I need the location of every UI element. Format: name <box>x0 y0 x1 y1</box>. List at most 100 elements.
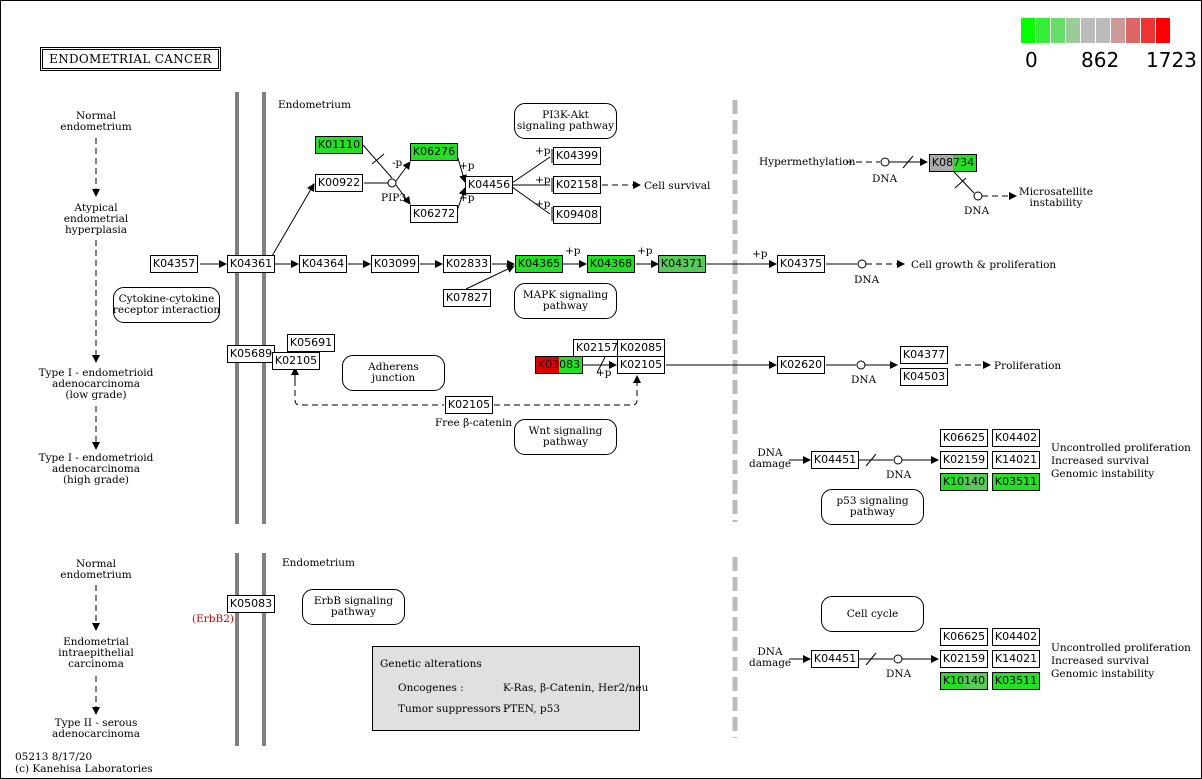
legend-swatch <box>1021 18 1036 43</box>
stage-atypical: Atypical endometrial hyperplasia <box>63 202 129 236</box>
legend-swatch <box>1081 18 1096 43</box>
label-uncontrolled-2: Uncontrolled proliferation <box>1051 642 1191 654</box>
node-k10140[interactable]: K10140 <box>940 473 988 491</box>
genetic-alterations-box: Genetic alterations Oncogenes : K-Ras, β… <box>372 646 648 731</box>
node-k04371[interactable]: K04371 <box>658 255 706 273</box>
node-k10140-2[interactable]: K10140 <box>940 672 988 690</box>
label-plus-p: +p <box>596 367 612 379</box>
legend-swatch <box>1066 18 1081 43</box>
label-proliferation: Proliferation <box>994 360 1062 372</box>
node-k00922[interactable]: K00922 <box>315 174 363 192</box>
legend-swatch <box>1111 18 1126 43</box>
legend-swatch <box>1126 18 1141 43</box>
node-k02620[interactable]: K02620 <box>777 356 825 374</box>
pathway-pi3k[interactable]: PI3K-Akt signaling pathway <box>514 103 617 139</box>
node-k03083[interactable]: K03083 <box>535 356 583 374</box>
tumor-suppressors-value: PTEN, p53 <box>503 703 561 715</box>
node-k03099[interactable]: K03099 <box>371 255 419 273</box>
label-increased: Increased survival <box>1051 455 1149 467</box>
pathway-erbb[interactable]: ErbB signaling pathway <box>302 589 405 625</box>
pathway-mapk[interactable]: MAPK signaling pathway <box>514 283 617 319</box>
legend-max: 1723 <box>1146 48 1197 72</box>
node-k04368[interactable]: K04368 <box>587 255 635 273</box>
tumor-suppressors-label: Tumor suppressors : <box>398 703 508 715</box>
label-plus-p: +p <box>535 174 551 186</box>
pathway-p53[interactable]: p53 signaling pathway <box>821 489 924 525</box>
legend-swatch <box>1096 18 1111 43</box>
node-k04456[interactable]: K04456 <box>465 176 513 194</box>
label-genomic: Genomic instability <box>1051 468 1155 480</box>
node-k14021-2[interactable]: K14021 <box>992 650 1040 668</box>
node-k02105-free[interactable]: K02105 <box>445 396 493 414</box>
node-k02105-cyto[interactable]: K02105 <box>617 356 665 374</box>
label-plus-p: +p <box>752 248 768 260</box>
legend-swatch <box>1156 18 1171 43</box>
node-k04365[interactable]: K04365 <box>515 255 563 273</box>
stage-normal-2: Normal endometrium <box>60 558 132 581</box>
node-k03511-2[interactable]: K03511 <box>992 672 1040 690</box>
node-k02105-membrane[interactable]: K02105 <box>272 352 320 370</box>
node-k06625[interactable]: K06625 <box>940 429 988 447</box>
node-k07827[interactable]: K07827 <box>443 289 491 307</box>
node-k02085[interactable]: K02085 <box>617 339 665 357</box>
node-k14021[interactable]: K14021 <box>992 451 1040 469</box>
pathway-adherens[interactable]: Adherens junction <box>342 355 445 391</box>
node-k01110[interactable]: K01110 <box>315 136 363 154</box>
label-microsatellite: Microsatellite instability <box>1019 186 1093 209</box>
genetic-heading: Genetic alterations <box>380 658 482 670</box>
node-k02158[interactable]: K02158 <box>553 176 601 194</box>
stage-intraepithelial: Endometrial intraepithelial carcinoma <box>58 636 134 670</box>
label-dna-4: DNA <box>886 668 912 680</box>
label-plus-p: +p <box>637 245 653 257</box>
label-dna-damage-2: DNA damage <box>749 646 792 669</box>
node-k02159-2[interactable]: K02159 <box>940 650 988 668</box>
node-k02159[interactable]: K02159 <box>940 451 988 469</box>
node-k03511[interactable]: K03511 <box>992 473 1040 491</box>
node-k04364[interactable]: K04364 <box>299 255 347 273</box>
label-hypermethylation: Hypermethylation <box>759 156 856 168</box>
node-k02157[interactable]: K02157 <box>573 339 621 357</box>
footer-id: 05213 8/17/20 <box>15 751 93 763</box>
node-k06272[interactable]: K06272 <box>410 205 458 223</box>
node-k02833[interactable]: K02833 <box>443 255 491 273</box>
legend-swatch <box>1036 18 1051 43</box>
node-k04451-2[interactable]: K04451 <box>811 650 859 668</box>
oncogenes-label: Oncogenes : <box>398 682 464 694</box>
label-plus-p: +p <box>459 160 475 172</box>
node-k04503[interactable]: K04503 <box>900 368 948 386</box>
node-k04357[interactable]: K04357 <box>150 255 198 273</box>
label-pip3: PIP3 <box>381 192 406 204</box>
node-k08734[interactable]: K08734 <box>929 154 977 172</box>
membrane-bar <box>262 553 266 746</box>
region-endometrium-2: Endometrium <box>282 557 355 569</box>
node-k04361[interactable]: K04361 <box>227 255 275 273</box>
label-plus-p: +p <box>459 192 475 204</box>
label-erbb2: (ErbB2) <box>192 613 234 625</box>
node-k04375[interactable]: K04375 <box>777 255 825 273</box>
pathway-wnt[interactable]: Wnt signaling pathway <box>514 419 617 455</box>
label-plus-p: +p <box>535 145 551 157</box>
label-dna-h: DNA <box>872 173 898 185</box>
pathway-cytokine[interactable]: Cytokine-cytokine receptor interaction <box>113 287 220 323</box>
pathway-cellcycle[interactable]: Cell cycle <box>821 596 924 632</box>
node-k04402[interactable]: K04402 <box>992 429 1040 447</box>
node-k06625-2[interactable]: K06625 <box>940 628 988 646</box>
label-cell-growth: Cell growth & proliferation <box>911 259 1057 271</box>
oncogenes-value: K-Ras, β-Catenin, Her2/neu <box>503 682 649 694</box>
node-k04399[interactable]: K04399 <box>553 147 601 165</box>
label-free-bcatenin: Free β-catenin <box>435 417 513 429</box>
membrane-bar <box>235 92 239 524</box>
node-k04451[interactable]: K04451 <box>811 451 859 469</box>
legend-swatch <box>1141 18 1156 43</box>
node-k09408[interactable]: K09408 <box>553 206 601 224</box>
node-k06276[interactable]: K06276 <box>410 143 458 161</box>
stage-type1-low: Type I - endometrioid adenocarcinoma (lo… <box>38 367 154 401</box>
node-k05691[interactable]: K05691 <box>287 334 335 352</box>
node-k05689[interactable]: K05689 <box>227 345 275 363</box>
node-k04402-2[interactable]: K04402 <box>992 628 1040 646</box>
node-k05083[interactable]: K05083 <box>227 595 275 613</box>
node-k04377[interactable]: K04377 <box>900 346 948 364</box>
label-dna-h2: DNA <box>964 205 990 217</box>
